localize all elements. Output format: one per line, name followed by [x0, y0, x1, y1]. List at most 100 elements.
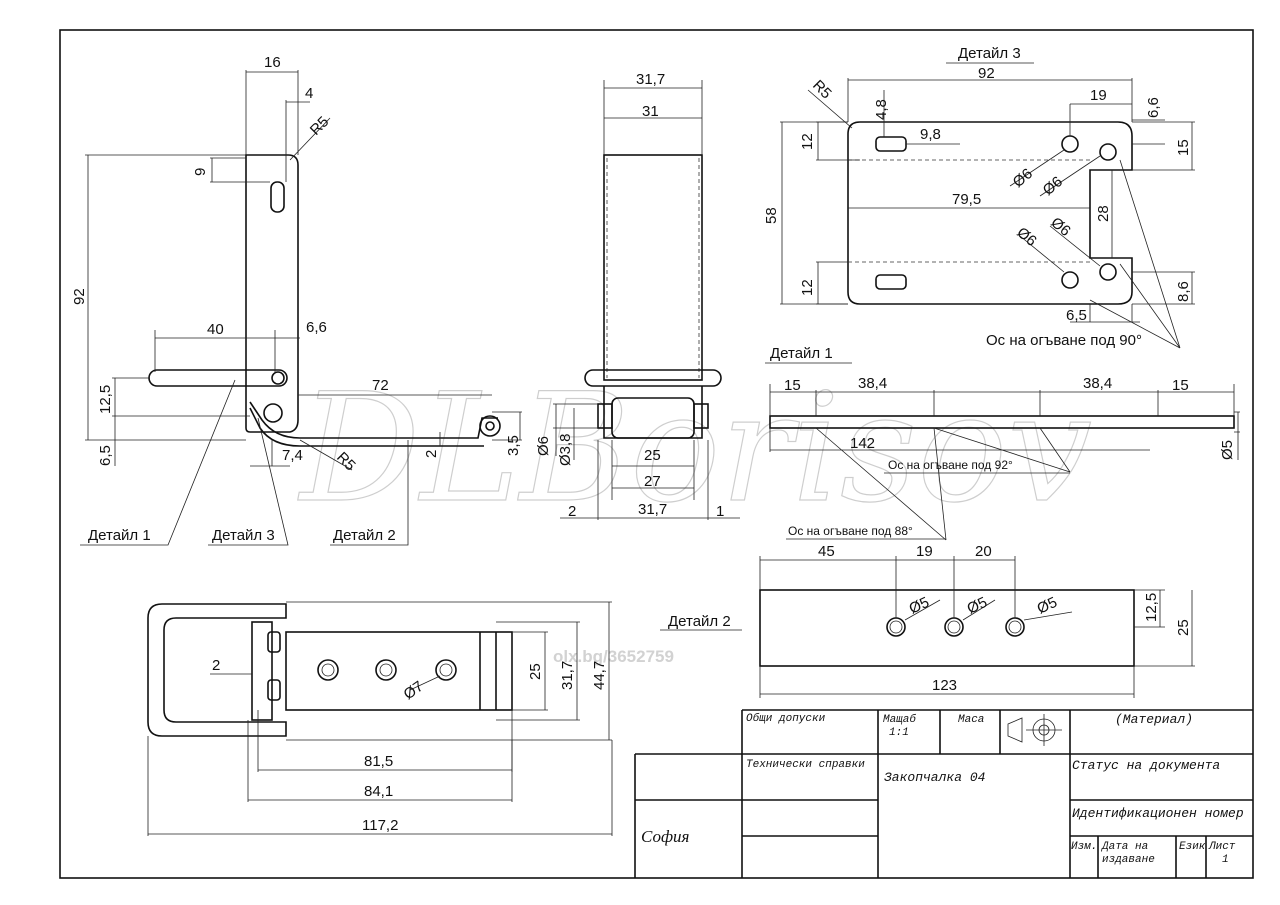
dim-side-6-5: 6,5 [97, 445, 114, 466]
dim-d2-25: 25 [1175, 619, 1192, 636]
dim-d3-6-6: 6,6 [1145, 97, 1162, 118]
tb-doc-status: Статус на документа [1072, 758, 1220, 773]
watermark-url: olx.bg/3652759 [553, 647, 674, 666]
dim-d2-phi5-a: Ø5 [907, 594, 932, 618]
dim-front-1: 1 [716, 503, 724, 520]
detail-2-title: Детайл 2 [668, 613, 731, 630]
dim-front-31: 31 [642, 103, 659, 120]
dim-d3-15: 15 [1175, 139, 1192, 156]
tb-rev-label: Изм. [1071, 841, 1097, 853]
dim-front-27: 27 [644, 473, 661, 490]
dim-side-92: 92 [71, 288, 88, 305]
tb-mass-label: Маса [958, 714, 984, 726]
tb-general-tolerances: Общи допуски [746, 712, 826, 725]
dim-d3-phi6-b: Ø6 [1040, 173, 1066, 199]
dim-d3-4-8: 4,8 [873, 99, 890, 120]
tb-id-number: Идентификационен номер [1072, 806, 1244, 821]
bend-axis-90: Ос на огъване под 90° [986, 332, 1142, 349]
dim-top-84-1: 84,1 [364, 783, 393, 800]
dim-front-25: 25 [644, 447, 661, 464]
dim-d3-12-top: 12 [799, 133, 816, 150]
drawing-frame [59, 29, 1254, 879]
dim-side-9: 9 [192, 168, 209, 176]
dim-top-2: 2 [212, 657, 220, 674]
dim-side-40: 40 [207, 321, 224, 338]
detail-3-title: Детайл 3 [958, 45, 1021, 62]
tb-scale-label: Мащаб [883, 713, 916, 726]
dim-d2-45: 45 [818, 543, 835, 560]
dim-d3-58: 58 [763, 207, 780, 224]
title-block: Общи допуски Мащаб 1:1 Маса (Материал) Т… [634, 709, 1253, 878]
dim-top-117-2: 117,2 [362, 817, 398, 834]
projection-symbol-icon [1007, 714, 1062, 746]
dim-top-44-7: 44,7 [591, 661, 608, 690]
dim-d2-19: 19 [916, 543, 933, 560]
dim-d3-28: 28 [1095, 205, 1112, 222]
detail-1-title: Детайл 1 [770, 345, 833, 362]
bend-axis-88: Ос на огъване под 88° [788, 524, 913, 538]
top-view: 2 Ø7 25 31,7 44,7 81,5 84,1 117,2 [147, 601, 613, 836]
dim-d3-phi6-d: Ø6 [1047, 214, 1073, 240]
dim-d3-r5: R5 [809, 77, 835, 103]
detail-3-view: Детайл 3 92 R5 4,8 19 6,6 9,8 12 15 Ø6 Ø… [763, 45, 1195, 349]
dim-d2-20: 20 [975, 543, 992, 560]
tb-lang-label: Език [1179, 841, 1206, 853]
bend-axis-92: Ос на огъване под 92° [888, 458, 1013, 472]
dim-front-31-7-bottom: 31,7 [638, 501, 667, 518]
front-view: 31,7 31 Ø6 Ø3,8 25 27 2 31,7 1 [535, 71, 740, 520]
dim-d3-92: 92 [978, 65, 995, 82]
detail-2-view: Детайл 2 45 19 20 Ø5 Ø5 Ø5 12,5 25 123 [660, 543, 1195, 698]
dim-front-31-7-top: 31,7 [636, 71, 665, 88]
dim-d2-phi5-c: Ø5 [1035, 594, 1060, 618]
dim-d1-15-right: 15 [1172, 377, 1189, 394]
dim-top-31-7: 31,7 [559, 661, 576, 690]
dim-d2-123: 123 [932, 677, 957, 694]
tb-sheet-value: 1 [1222, 854, 1229, 866]
dim-d3-6-5: 6,5 [1066, 307, 1087, 324]
callout-detail-2: Детайл 2 [333, 527, 396, 544]
dim-side-r5-top: R5 [307, 113, 333, 139]
tb-issue-date-1: Дата на [1101, 841, 1148, 853]
dim-d2-phi5-b: Ø5 [965, 594, 990, 618]
dim-top-81-5: 81,5 [364, 753, 393, 770]
dim-d1-38-4-right: 38,4 [1083, 375, 1112, 392]
dim-d1-phi5: Ø5 [1219, 440, 1236, 460]
watermark-signature: DLBorisov [297, 362, 1092, 536]
dim-front-2: 2 [568, 503, 576, 520]
tb-sheet-label: Лист [1208, 841, 1236, 853]
callout-detail-1: Детайл 1 [88, 527, 151, 544]
callout-detail-3: Детайл 3 [212, 527, 275, 544]
dim-d1-38-4-left: 38,4 [858, 375, 887, 392]
dim-side-6-6: 6,6 [306, 319, 327, 336]
dim-d3-12-bottom: 12 [799, 279, 816, 296]
tb-scale-value: 1:1 [889, 727, 909, 739]
tb-issue-date-2: издаване [1102, 854, 1155, 866]
dim-d3-9-8: 9,8 [920, 126, 941, 143]
tb-part-name: Закопчалка 04 [884, 770, 986, 785]
dim-d1-15-left: 15 [784, 377, 801, 394]
dim-d2-12-5: 12,5 [1143, 593, 1160, 622]
detail-1-view: Детайл 1 15 38,4 38,4 15 142 Ø5 Ос на ог… [765, 345, 1240, 541]
dim-d3-phi6-c: Ø6 [1013, 224, 1039, 250]
dim-side-72: 72 [372, 377, 389, 394]
dim-side-7-4: 7,4 [282, 447, 303, 464]
dim-d3-8-6: 8,6 [1175, 281, 1192, 302]
dim-side-3-5: 3,5 [505, 435, 522, 456]
dim-d3-19: 19 [1090, 87, 1107, 104]
tb-city: София [641, 827, 690, 846]
dim-side-12-5: 12,5 [97, 385, 114, 414]
tb-material: (Материал) [1115, 712, 1193, 727]
dim-d3-phi6-a: Ø6 [1010, 165, 1036, 191]
dim-d3-79-5: 79,5 [952, 191, 981, 208]
watermark: DLBorisov olx.bg/3652759 [296, 361, 1092, 666]
dim-top-phi7: Ø7 [401, 678, 427, 703]
dim-side-16: 16 [264, 54, 281, 71]
dim-side-2: 2 [423, 450, 440, 458]
dim-d1-142: 142 [850, 435, 875, 452]
dim-side-4: 4 [305, 85, 313, 102]
dim-front-phi6: Ø6 [535, 436, 552, 456]
dim-top-25: 25 [527, 663, 544, 680]
dim-front-phi3-8: Ø3,8 [557, 433, 574, 466]
tb-technical-refs: Технически справки [746, 759, 865, 771]
